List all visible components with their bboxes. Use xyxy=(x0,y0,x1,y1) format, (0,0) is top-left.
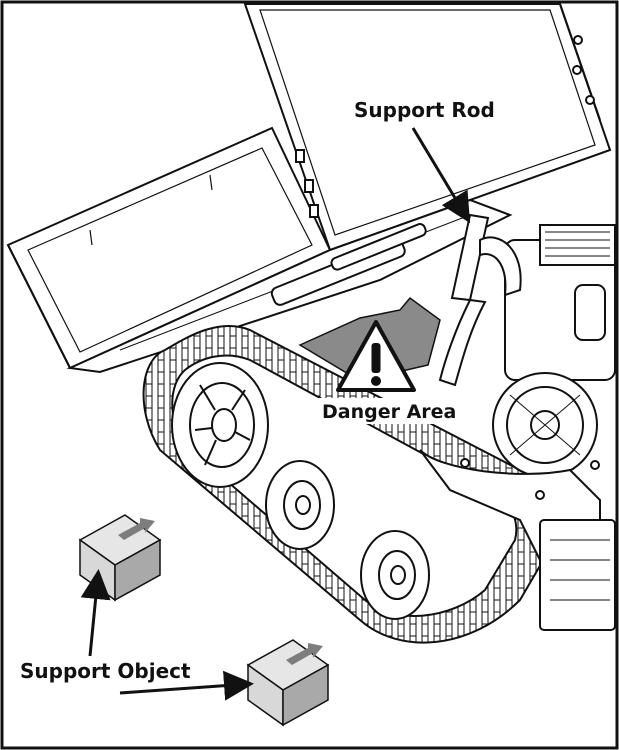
support-rod-label: Support Rod xyxy=(354,98,495,122)
support-object-label: Support Object xyxy=(20,659,191,683)
support-rod xyxy=(438,213,522,387)
road-wheels xyxy=(171,362,430,620)
dump-bed xyxy=(243,3,612,252)
support-object-arrow-1 xyxy=(80,569,111,657)
support-object-block-1 xyxy=(78,514,162,602)
engine-assembly xyxy=(419,224,616,631)
support-rod-arrow xyxy=(411,127,471,224)
middle-wheel xyxy=(265,460,335,550)
idler-wheel xyxy=(171,362,269,488)
rear-wheel xyxy=(360,530,430,620)
support-object-block-2 xyxy=(246,639,330,727)
danger-area-label-bg xyxy=(318,398,436,424)
hydraulic-cylinder xyxy=(270,223,427,306)
warning-triangle-icon xyxy=(336,320,416,392)
support-object-arrow-2 xyxy=(119,670,254,701)
danger-area-label: Danger Area xyxy=(322,401,456,423)
